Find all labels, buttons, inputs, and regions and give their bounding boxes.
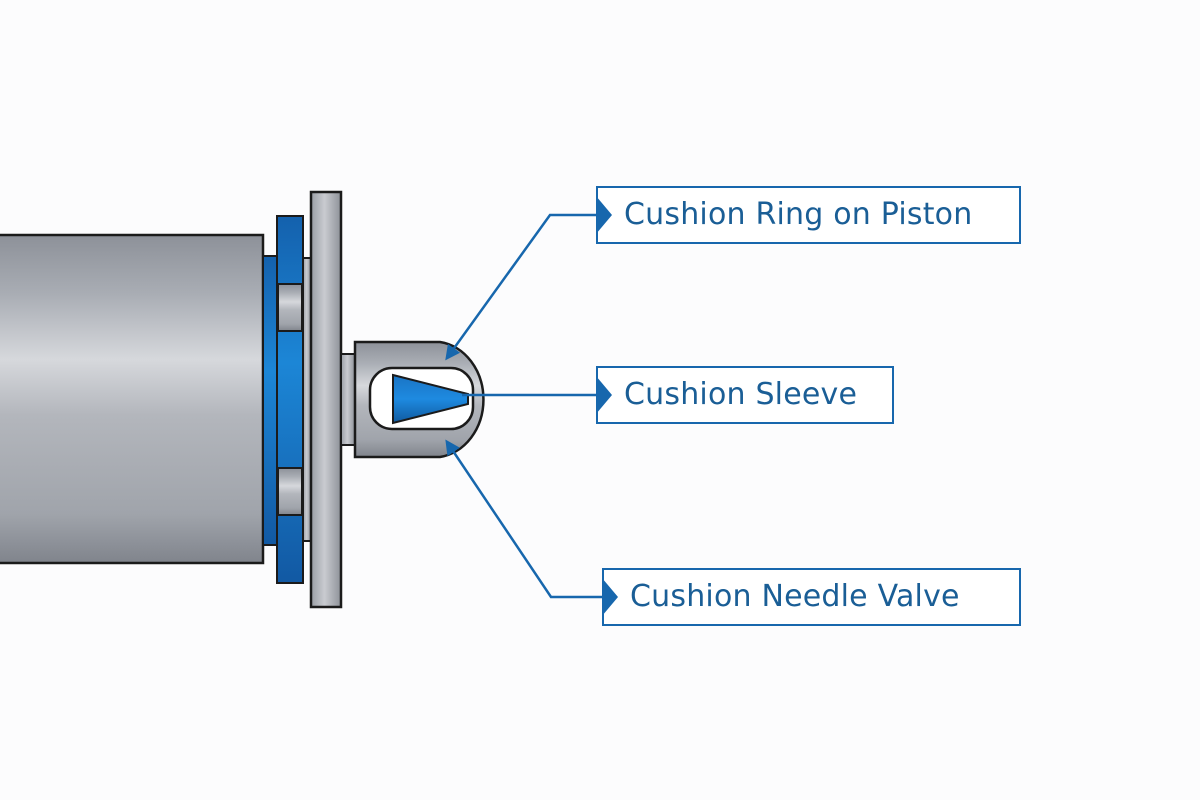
label-text: Cushion Ring on Piston — [624, 197, 973, 232]
end-flange — [309, 190, 343, 609]
ring-insert-top — [277, 283, 303, 332]
cylinder-barrel — [0, 233, 265, 565]
chevron-right-icon — [602, 578, 618, 616]
ring-insert-bottom — [277, 467, 303, 516]
needle-cone — [392, 373, 469, 425]
label-cushion-needle-valve: Cushion Needle Valve — [602, 568, 1021, 626]
label-text: Cushion Sleeve — [624, 377, 858, 412]
sleeve-neck — [340, 353, 356, 446]
leader-line-cushion-ring — [445, 213, 596, 361]
label-cushion-ring-on-piston: Cushion Ring on Piston — [596, 186, 1021, 244]
label-text: Cushion Needle Valve — [630, 579, 960, 614]
label-cushion-sleeve: Cushion Sleeve — [596, 366, 894, 424]
leader-line-needle-valve — [445, 439, 602, 599]
chevron-right-icon — [596, 196, 612, 234]
cushion-ring — [276, 215, 304, 584]
chevron-right-icon — [596, 376, 612, 414]
piston-seal — [262, 255, 278, 546]
